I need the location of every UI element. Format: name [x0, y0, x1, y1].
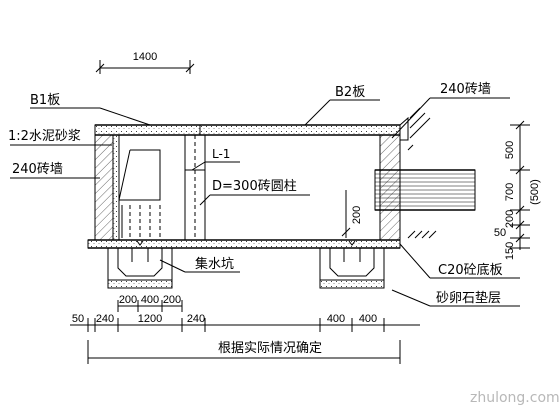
dim-right-500-text: 500: [504, 141, 516, 159]
dim-bottom-240-left-text: 240: [96, 313, 114, 325]
label-base-slab: C20砼底板: [399, 243, 520, 279]
dim-inner-200: 200: [341, 190, 363, 238]
left-sump: [107, 239, 173, 289]
label-gravel: 砂卵石垫层: [391, 289, 520, 307]
dim-inner-200-text: 200: [351, 206, 363, 224]
watermark-text: zhulong.com: [470, 390, 560, 406]
dim-right-chain: 500 700 (500) 200 50 150: [494, 120, 541, 260]
dim-bottom-240-right-text: 240: [187, 313, 205, 325]
wall-right-label-text: 240砖墙: [440, 82, 491, 97]
dim-right-700-text: 700: [504, 183, 516, 201]
note-text: 根据实际情况确定: [218, 341, 322, 356]
label-wall-right: 240砖墙: [391, 82, 510, 139]
dim-bottom-chain: 50 240 1200 240 400 400: [70, 313, 420, 332]
label-mortar: 1:2水泥砂浆: [8, 129, 112, 146]
gravel-label-text: 砂卵石垫层: [436, 290, 501, 306]
base-slab-label-text: C20砼底板: [438, 262, 503, 278]
mortar-liner: [118, 140, 161, 238]
label-b2: B2板: [304, 85, 380, 126]
soil-hatch: [407, 107, 437, 239]
b2-label-text: B2板: [335, 85, 365, 100]
label-column: D=300砖圆柱: [199, 179, 310, 206]
watermark: zhulong.com: [470, 390, 560, 406]
dim-right-200-text: 200: [504, 210, 516, 228]
column-label-text: D=300砖圆柱: [212, 179, 297, 194]
left-brick-wall: [94, 134, 120, 241]
dim-overall: 根据实际情况确定: [87, 340, 401, 364]
dim-1400-text: 1400: [133, 51, 157, 63]
roof-slab: [94, 124, 401, 136]
dim-right-500-paren-text: (500): [529, 179, 541, 205]
right-sump: [319, 239, 385, 289]
dim-bottom-400-right-text: 400: [359, 313, 377, 325]
dim-right-50-text: 50: [494, 227, 506, 239]
dim-sump-200-right-text: 200: [163, 294, 181, 306]
dim-bottom-1200-text: 1200: [138, 313, 162, 325]
dim-right-150-text: 150: [504, 242, 516, 260]
b1-label-text: B1板: [30, 93, 60, 108]
brick-column: [184, 134, 206, 241]
dim-sump-200-left-text: 200: [119, 294, 137, 306]
label-sump: 集水坑: [159, 256, 240, 273]
dim-sump-400-text: 400: [141, 294, 159, 306]
label-wall-left: 240砖墙: [10, 162, 100, 179]
dim-bottom-50-text: 50: [72, 313, 84, 325]
label-beam: L-1: [191, 147, 240, 171]
dim-top-1400: 1400: [95, 51, 195, 74]
label-b1: B1板: [30, 93, 151, 126]
beam-label-text: L-1: [212, 147, 230, 161]
inlet-pipe: [374, 169, 476, 211]
mortar-label-text: 1:2水泥砂浆: [8, 129, 81, 144]
dim-sump-chain: 200 400 200: [117, 294, 183, 312]
dim-bottom-400-left-text: 400: [327, 313, 345, 325]
wall-left-label-text: 240砖墙: [12, 162, 63, 177]
sump-label-text: 集水坑: [195, 256, 234, 272]
